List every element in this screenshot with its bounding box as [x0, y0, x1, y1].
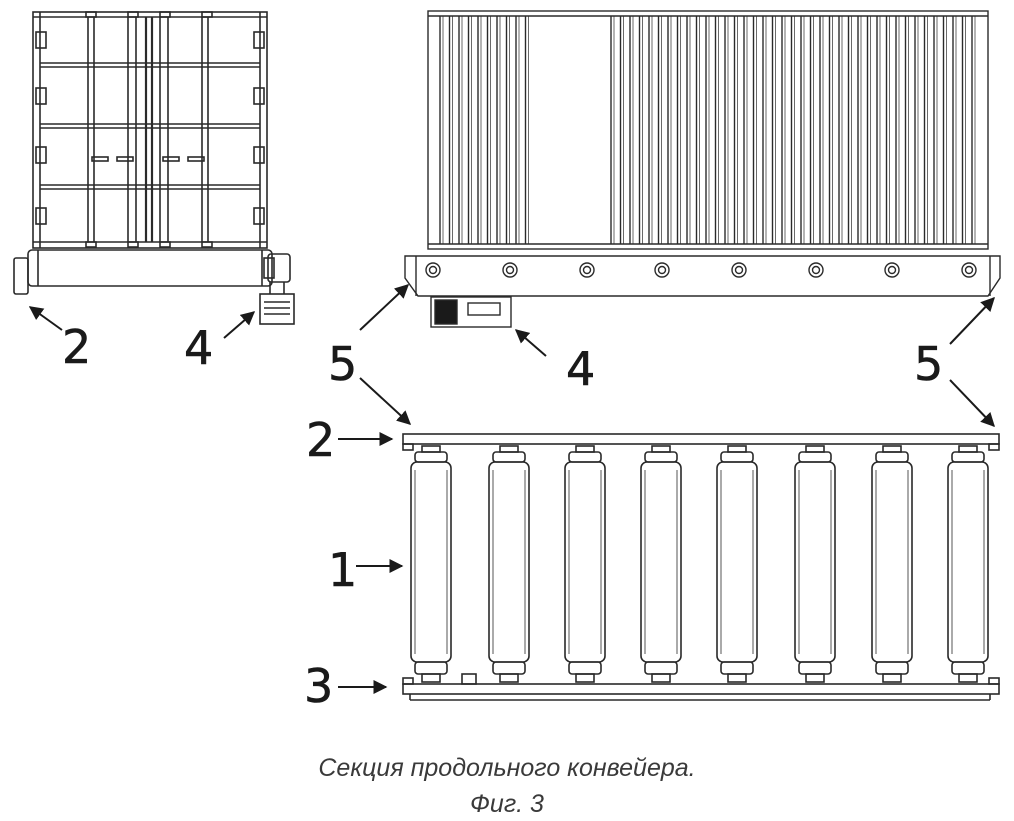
top-view-bolt: [885, 263, 899, 277]
label-5-right-arrow-up: [950, 298, 994, 344]
front-view-bottom-bar: [403, 684, 999, 694]
front-view: [403, 434, 999, 700]
top-view-bolt: [580, 263, 594, 277]
side-view-clip: [254, 32, 264, 48]
control-box-display: [435, 300, 457, 324]
side-view-bar-cap: [128, 12, 138, 17]
side-view-clip: [36, 32, 46, 48]
figure-caption-title: Секция продольного конвейера.: [0, 754, 1014, 783]
label-5-left: 5: [328, 337, 357, 391]
label-4-top: 4: [566, 342, 595, 396]
side-view-bar-cap: [202, 12, 212, 17]
side-view-bar-cap: [128, 242, 138, 247]
label-5-left-arrow-up: [360, 285, 408, 330]
label-2-side: 2: [62, 320, 91, 374]
top-view-bolt: [655, 263, 669, 277]
side-view-bar-cap: [86, 242, 96, 247]
label-4-side-arrow: [224, 312, 254, 338]
front-view-roller: [948, 446, 988, 682]
label-5-right: 5: [914, 337, 943, 391]
side-view-bar-cap: [160, 242, 170, 247]
side-view-clip: [36, 88, 46, 104]
front-view-roller: [411, 446, 451, 682]
front-view-roller: [795, 446, 835, 682]
front-view-roller: [565, 446, 605, 682]
side-view-clip: [36, 147, 46, 163]
label-4-side: 4: [184, 321, 213, 375]
front-view-roller: [717, 446, 757, 682]
front-view-roller: [641, 446, 681, 682]
side-view-left-wheel: [14, 258, 28, 294]
front-view-roller: [489, 446, 529, 682]
label-5-left-arrow-down: [360, 378, 410, 424]
label-3-front: 3: [304, 659, 333, 713]
side-view: [14, 12, 294, 324]
side-view-clip: [254, 147, 264, 163]
top-view-bolt: [732, 263, 746, 277]
side-view-bar-cap: [202, 242, 212, 247]
front-view-top-bar: [403, 434, 999, 444]
side-view-frame: [33, 12, 267, 248]
top-view-bolt: [426, 263, 440, 277]
label-5-right-arrow-down: [950, 380, 994, 426]
front-view-roller: [872, 446, 912, 682]
side-view-motor-box: [260, 294, 294, 324]
label-1-front: 1: [328, 543, 357, 597]
top-view-frame: [428, 11, 988, 249]
side-view-base-roller: [28, 250, 272, 286]
side-view-bar-cap: [160, 12, 170, 17]
label-4-top-arrow: [516, 330, 546, 356]
label-2-arrow: [30, 307, 62, 330]
side-view-clip: [36, 208, 46, 224]
top-view-base-beam: [405, 256, 1000, 296]
figure-caption-number: Фиг. 3: [0, 790, 1014, 819]
top-view-bolt: [809, 263, 823, 277]
side-view-clip: [254, 88, 264, 104]
top-view: [405, 11, 1000, 327]
top-view-bolt: [503, 263, 517, 277]
label-2-front: 2: [306, 413, 335, 467]
top-view-bolt: [962, 263, 976, 277]
side-view-bar-cap: [86, 12, 96, 17]
side-view-clip: [254, 208, 264, 224]
